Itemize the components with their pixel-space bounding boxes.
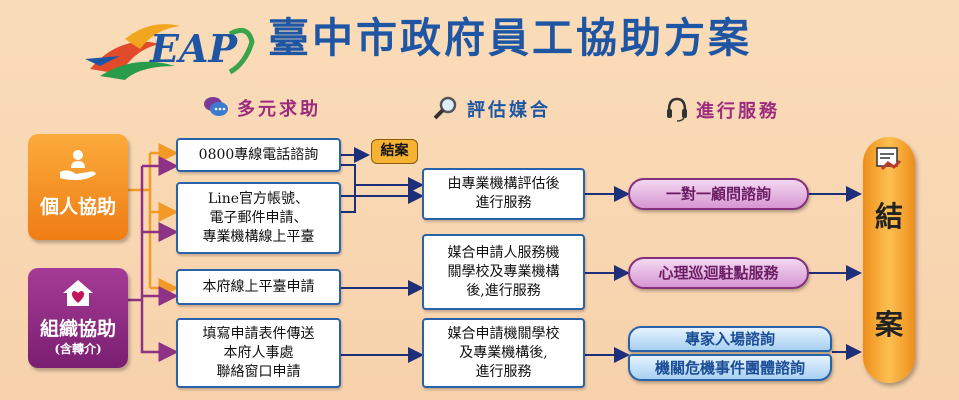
entry-org-sublabel: (含轉介) xyxy=(54,342,102,356)
service-one-on-one: 一對一顧問諮詢 xyxy=(628,178,809,210)
channel-connectors xyxy=(341,147,862,363)
entry-personal: 個人協助 xyxy=(28,134,128,240)
early-close-badge: 結案 xyxy=(371,139,418,164)
chat-bubbles-icon xyxy=(203,96,229,124)
service-expert-onsite: 專家入場諮詢 xyxy=(628,326,832,352)
eap-logo xyxy=(80,14,260,84)
service-roving-station: 心理巡迴駐點服務 xyxy=(628,257,809,289)
entry-org-label: 組織協助 xyxy=(39,318,116,340)
eap-logo-text: EAP xyxy=(150,26,238,71)
channel-online-platform: 本府線上平臺申請 xyxy=(176,269,341,305)
channel-application-form: 填寫申請表件傳送 本府人事處 聯絡窗口申請 xyxy=(176,318,341,388)
hand-person-icon xyxy=(28,148,128,187)
channel-line-email: Line官方帳號、 電子郵件申請、 專業機構線上平臺 xyxy=(176,182,341,254)
closing-bar: 結 案 xyxy=(863,137,915,383)
house-heart-icon xyxy=(28,278,128,313)
column-header-seek-help: 多元求助 xyxy=(203,96,321,124)
column-header-assess: 評估媒合 xyxy=(433,96,551,126)
entry-personal-label: 個人協助 xyxy=(39,196,116,218)
assessment-match-agency: 媒合申請機關學校 及專業機構後, 進行服務 xyxy=(422,318,585,388)
closing-char-1: 結 xyxy=(874,200,903,233)
eap-logo-swoosh-icon xyxy=(85,24,255,80)
org-connectors xyxy=(128,156,179,362)
assessment-professional: 由專業機構評估後 進行服務 xyxy=(422,168,585,220)
page-title: 臺中市政府員工協助方案 xyxy=(268,14,752,62)
personal-connectors xyxy=(128,143,179,298)
headset-icon xyxy=(666,96,688,128)
handshake-icon xyxy=(863,145,915,182)
column-header-label: 評估媒合 xyxy=(467,100,551,121)
entry-organization: 組織協助 (含轉介) xyxy=(28,268,128,368)
closing-char-2: 案 xyxy=(874,308,903,341)
column-header-label: 進行服務 xyxy=(696,101,780,122)
channel-hotline: 0800專線電話諮詢 xyxy=(176,138,341,172)
assessment-match-applicant: 媒合申請人服務機 關學校及專業機構 後,進行服務 xyxy=(422,234,585,310)
service-crisis-group: 機關危機事件團體諮詢 xyxy=(628,354,832,381)
column-header-label: 多元求助 xyxy=(237,99,321,120)
magnifier-icon xyxy=(433,96,459,126)
column-header-service: 進行服務 xyxy=(666,96,780,128)
